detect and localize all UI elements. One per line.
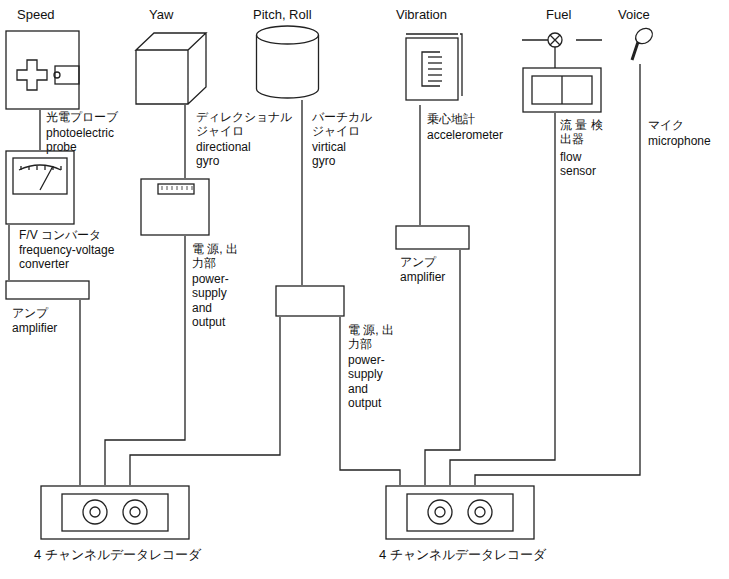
device-box: 4 チャンネルデータレコーダ xyxy=(385,485,535,540)
device-label: amplifier xyxy=(12,321,57,335)
box-illustration xyxy=(5,280,90,300)
box-illustration xyxy=(395,225,470,250)
rec-illustration xyxy=(40,485,190,540)
device-label: 4 チャンネルデータレコーダ xyxy=(379,547,546,563)
device-label: 乗心地計 xyxy=(427,112,475,126)
device-label: accelerometer xyxy=(427,128,503,142)
device-label: 流 量 検出器 xyxy=(560,118,606,147)
device-label: アンプ xyxy=(12,306,48,320)
device-label: バーチカル ジャイロ xyxy=(312,110,376,139)
device-label: Yaw xyxy=(149,7,173,23)
device-label: 光電プローブ xyxy=(46,110,118,124)
device-label: power-supply and output xyxy=(348,353,402,411)
device-label: 電 源, 出力部 xyxy=(348,323,398,352)
meter-illustration xyxy=(5,150,75,225)
speed-illustration xyxy=(5,30,80,110)
device-box: 電 源, 出力部power-supply and output xyxy=(140,178,210,236)
device-box: 4 チャンネルデータレコーダ xyxy=(40,485,190,540)
device-label: Speed xyxy=(17,7,55,23)
device-label: Vibration xyxy=(396,7,447,23)
device-label: virtical gyro xyxy=(312,140,368,169)
device-box: Pitch, Rollバーチカル ジャイロvirtical gyro xyxy=(255,25,320,100)
device-box: F/V コンバータfrequency-voltage converter xyxy=(5,150,75,225)
mic-illustration xyxy=(624,26,656,64)
device-label: directional gyro xyxy=(196,140,262,169)
device-label: microphone xyxy=(648,134,711,148)
signal-wire xyxy=(39,110,40,150)
device-label: amplifier xyxy=(400,270,445,284)
signal-wire xyxy=(419,105,420,225)
device-box: 電 源, 出力部power-supply and output xyxy=(275,285,345,317)
box-illustration xyxy=(275,285,345,317)
device-label: frequency-voltage converter xyxy=(19,243,131,272)
device-box: Fuel流 量 検出器flow sensor xyxy=(522,28,602,113)
device-box: Vibration乗心地計accelerometer xyxy=(400,30,465,105)
signal-wire xyxy=(184,105,185,178)
signal-wire xyxy=(301,100,302,285)
device-label: Pitch, Roll xyxy=(253,7,312,23)
signal-wire xyxy=(130,317,280,485)
signal-wire xyxy=(450,113,555,485)
rec-illustration xyxy=(385,485,535,540)
device-box: Voiceマイクmicrophone xyxy=(624,26,656,64)
device-label: F/V コンバータ xyxy=(19,228,101,242)
device-label: power-supply and output xyxy=(192,272,246,330)
signal-wire xyxy=(8,225,9,280)
device-label: Fuel xyxy=(546,7,571,23)
signal-wire xyxy=(475,64,640,485)
psu-illustration xyxy=(140,178,210,236)
signal-wire xyxy=(425,250,460,485)
signal-wire xyxy=(105,236,185,485)
device-box: アンプamplifier xyxy=(5,280,90,300)
device-label: ディレクショナル ジャイロ xyxy=(196,110,296,139)
fuel-illustration xyxy=(522,28,602,113)
device-label: マイク xyxy=(648,118,684,132)
device-label: flow sensor xyxy=(560,150,606,179)
device-box: Speed光電プローブphotoelectric probe xyxy=(5,30,80,110)
device-box: アンプamplifier xyxy=(395,225,470,250)
device-box: Yawディレクショナル ジャイロdirectional gyro xyxy=(135,32,207,105)
device-label: 電 源, 出力部 xyxy=(192,242,242,271)
device-label: アンプ xyxy=(400,255,436,269)
device-label: Voice xyxy=(618,7,650,23)
signal-wire xyxy=(79,300,80,485)
cyl-illustration xyxy=(255,25,320,100)
device-label: 4 チャンネルデータレコーダ xyxy=(34,547,201,563)
cube-illustration xyxy=(135,32,207,105)
acc-illustration xyxy=(400,30,465,105)
